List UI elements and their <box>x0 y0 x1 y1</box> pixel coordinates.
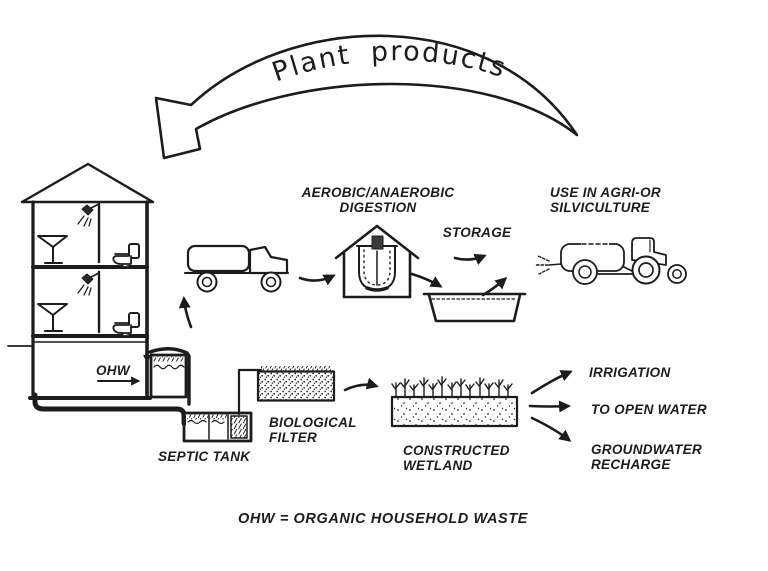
ohw-label: OHW <box>96 363 131 378</box>
plant-products-banner: Plant products <box>154 34 579 160</box>
truck-wheel <box>196 271 218 293</box>
toilet-icon <box>112 253 132 268</box>
sink-icon <box>37 303 68 332</box>
house <box>7 162 155 400</box>
sink-icon <box>37 235 68 264</box>
spray-icon <box>534 255 550 275</box>
arrow-to-open-water <box>528 400 571 413</box>
septic-tank: SEPTIC TANK <box>158 411 253 464</box>
vacuum-truck <box>184 244 289 293</box>
arrow-to-groundwater <box>530 416 572 442</box>
tractor-front-hub <box>672 269 682 279</box>
use-label-line2: SILVICULTURE <box>550 200 651 215</box>
digestion-plant: AEROBIC/ANAEROBIC DIGESTION <box>301 185 455 299</box>
digester-motor <box>371 235 384 250</box>
wetland-label-line2: WETLAND <box>403 458 473 473</box>
roof <box>20 162 155 204</box>
irrigation-label: IRRIGATION <box>589 365 671 380</box>
biological-filter: BIOLOGICAL FILTER <box>256 366 357 445</box>
ohw-water-line <box>153 364 185 370</box>
truck-wheel <box>260 271 282 293</box>
legend-text: OHW = ORGANIC HOUSEHOLD WASTE <box>238 511 529 527</box>
digestion-label-line1: AEROBIC/ANAEROBIC <box>301 185 455 200</box>
septic-hatch <box>187 414 227 420</box>
septic-water-line <box>187 419 225 425</box>
filter-body <box>256 370 336 402</box>
trailer-wheel <box>572 259 598 285</box>
truck-wheel-hub <box>201 276 213 288</box>
wetland-label-line1: CONSTRUCTED <box>403 443 510 458</box>
digestion-to-use-arrow <box>453 254 487 266</box>
shower-icon <box>81 273 94 285</box>
digestion-roof <box>334 224 420 260</box>
inlet-arrowhead <box>143 355 151 363</box>
digestion-to-storage-arrow <box>410 272 443 288</box>
truck-cab <box>248 245 289 275</box>
wetland-plants <box>391 376 513 398</box>
digestion-walls <box>342 251 412 299</box>
filter-hatch <box>261 366 331 372</box>
ohw-collection: OHW <box>96 347 191 406</box>
truck-to-digestion-arrow <box>298 274 336 286</box>
septic-outlet-box <box>230 415 248 439</box>
wetland-outputs: IRRIGATION TO OPEN WATER GROUNDWATER REC… <box>528 365 707 472</box>
storage-basin <box>422 292 527 323</box>
digester-bottom <box>365 286 389 292</box>
ohw-tank-hatch <box>153 356 184 362</box>
filter-label-line2: FILTER <box>269 430 317 445</box>
truck-tank <box>186 244 251 273</box>
truck-wheel-hub <box>265 276 277 288</box>
spray-nozzle <box>548 263 562 266</box>
trailer-wheel-hub <box>578 265 592 279</box>
shower-spray <box>77 215 92 227</box>
overflow-pipe <box>148 347 191 406</box>
filter-label-line1: BIOLOGICAL <box>269 415 357 430</box>
wetland-bed <box>390 395 519 428</box>
septic-to-filter-pipe <box>237 368 263 416</box>
tractor-front-wheel <box>667 264 687 284</box>
storage-label: STORAGE <box>443 225 512 240</box>
use-label-line1: USE IN AGRI-OR <box>550 185 661 200</box>
tractor-rear-hub <box>638 262 654 278</box>
arrow-to-irrigation <box>530 370 573 395</box>
groundwater-label-line1: GROUNDWATER <box>591 442 702 457</box>
banner-arrow-shape <box>154 34 579 160</box>
shower-icon <box>81 204 94 216</box>
constructed-wetland: CONSTRUCTED WETLAND <box>390 376 519 473</box>
digestion-label-line2: DIGESTION <box>340 200 417 215</box>
toilet-tank <box>128 312 140 328</box>
septic-tank-label: SEPTIC TANK <box>158 449 251 464</box>
storage-to-use-arrow <box>481 277 508 297</box>
slurry-tractor: USE IN AGRI-OR SILVICULTURE <box>534 185 687 285</box>
tractor-rear-wheel <box>631 255 661 285</box>
open-water-label: TO OPEN WATER <box>591 402 707 417</box>
toilet-tank <box>128 243 140 259</box>
shower-spray <box>77 284 92 296</box>
ohw-tank <box>149 353 188 399</box>
ohw-to-truck-arrow <box>178 296 193 329</box>
filter-to-wetland-arrow <box>343 377 379 392</box>
groundwater-label-line2: RECHARGE <box>591 457 671 472</box>
storage: STORAGE <box>410 225 527 323</box>
toilet-icon <box>112 322 132 337</box>
